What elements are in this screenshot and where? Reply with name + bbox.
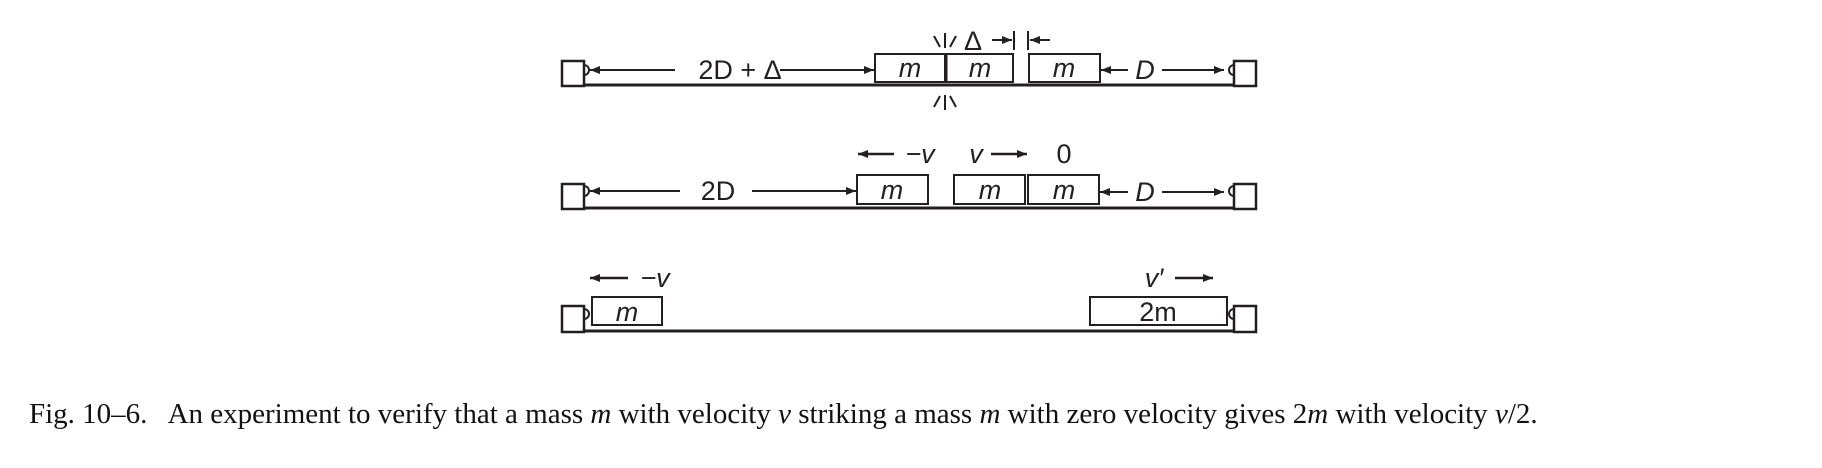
block-m xyxy=(591,296,663,326)
block-m-3-label: m xyxy=(1053,53,1076,83)
span-label-2d: 2D xyxy=(701,176,736,206)
caption-math-symbol: v xyxy=(1494,398,1508,430)
caption-math-symbol: v xyxy=(778,398,791,430)
right-bumper xyxy=(1232,304,1258,334)
row-before-collision: 2D + Δ m m m Δ D xyxy=(560,26,1258,110)
span-label-d: D xyxy=(1135,177,1155,207)
right-bumper-spring xyxy=(1228,308,1235,320)
caption-text-run: An experiment to verify that a mass xyxy=(167,398,591,430)
block-m-2 xyxy=(953,174,1026,205)
velocity-label-minus-v: −v xyxy=(640,263,671,293)
caption-prefix: Fig. 10–6. xyxy=(29,398,148,430)
block-m-1-label: m xyxy=(899,53,922,83)
velocity-label-zero: 0 xyxy=(1056,139,1071,169)
left-bumper xyxy=(560,182,586,211)
collision-burst-icon xyxy=(933,33,957,110)
caption-math-symbol: m xyxy=(1307,398,1329,430)
block-m-3 xyxy=(1028,53,1101,83)
caption-text-run: with velocity xyxy=(1328,398,1495,430)
velocity-label-minus-v: −v xyxy=(905,139,936,169)
left-bumper xyxy=(560,304,586,334)
collision-diagram: 2D + Δ m m m Δ D 2D xyxy=(560,26,1258,334)
block-m-1-label: m xyxy=(881,175,904,205)
right-bumper xyxy=(1232,182,1258,211)
left-bumper-spring xyxy=(583,185,590,197)
caption-text-run: striking a mass xyxy=(790,398,980,430)
row-after-release: 2D m m m −v v 0 D xyxy=(560,139,1258,211)
left-bumper-spring xyxy=(583,64,590,76)
right-bumper-spring xyxy=(1228,64,1235,76)
block-2m xyxy=(1089,296,1228,326)
velocity-label-v-prime: v′ xyxy=(1145,263,1165,293)
block-m-label: m xyxy=(616,297,639,327)
caption-text: An experiment to verify that a mass m wi… xyxy=(168,398,1538,430)
left-bumper xyxy=(560,59,586,88)
figure-caption: Fig. 10–6. An experiment to verify that … xyxy=(29,398,1819,431)
span-label-d: D xyxy=(1135,55,1155,85)
block-m-2-label: m xyxy=(979,175,1002,205)
left-bumper-spring xyxy=(583,308,590,320)
gap-dimension-arrows xyxy=(992,31,1050,50)
block-2m-label: 2m xyxy=(1139,297,1177,327)
block-m-2-label: m xyxy=(969,53,992,83)
caption-text-run: /2. xyxy=(1507,398,1538,430)
caption-text-run: with zero velocity gives 2 xyxy=(1000,398,1308,430)
row-final-state: m 2m −v v′ xyxy=(560,263,1258,334)
block-m-3 xyxy=(1027,174,1100,205)
block-m-1 xyxy=(856,174,929,205)
caption-math-symbol: m xyxy=(590,398,612,430)
block-m-3-label: m xyxy=(1053,175,1076,205)
velocity-label-v: v xyxy=(969,139,984,169)
gap-delta-label: Δ xyxy=(964,26,982,56)
span-label-2d-plus-delta: 2D + Δ xyxy=(698,55,781,85)
right-bumper xyxy=(1232,59,1258,88)
right-bumper-spring xyxy=(1228,185,1235,197)
caption-text-run: with velocity xyxy=(611,398,779,430)
caption-math-symbol: m xyxy=(979,398,1001,430)
